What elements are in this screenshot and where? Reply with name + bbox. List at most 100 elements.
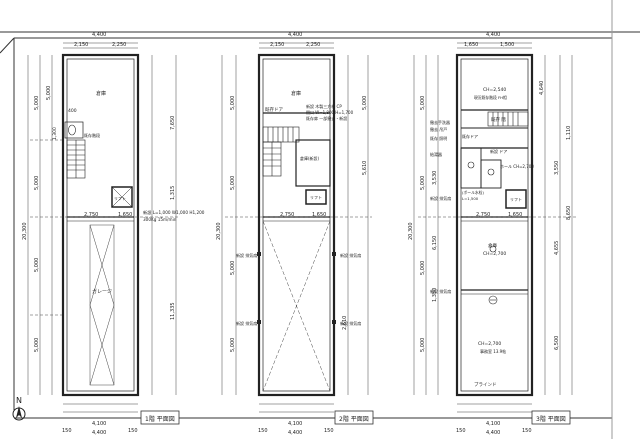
plan-title: 2階 平面図 bbox=[339, 415, 369, 423]
left-dim: 20,300 bbox=[408, 223, 414, 241]
room-label: リフト bbox=[510, 197, 522, 202]
bottom-dim: 4,400 bbox=[288, 430, 302, 436]
stair-1f bbox=[66, 139, 86, 179]
plan-2f bbox=[221, 42, 374, 425]
room-label: 既存 階 bbox=[491, 116, 506, 123]
bottom-dim: 150 bbox=[128, 428, 138, 434]
top-dim: 2,250 bbox=[306, 42, 320, 48]
note: 既存扉 一部撤去・新設 bbox=[306, 115, 347, 121]
note: 新設 木製三方枠 CP bbox=[306, 103, 342, 109]
plan-title: 3階 平面図 bbox=[536, 415, 566, 423]
note: 1,650 bbox=[508, 212, 522, 218]
top-dim: 2,250 bbox=[112, 42, 126, 48]
top-dim: 2,150 bbox=[270, 42, 284, 48]
note: 新設 排気扇 bbox=[236, 320, 257, 326]
left-dim: 5,000 bbox=[34, 176, 40, 190]
right-dim: 1,315 bbox=[170, 186, 176, 200]
plan-1f bbox=[27, 42, 180, 425]
top-dim: 4,400 bbox=[288, 32, 302, 38]
note: 撤去手洗器 bbox=[430, 119, 450, 125]
room-label: 現況既存階段 FH相 bbox=[474, 95, 507, 100]
note: 新設 排気扇 bbox=[430, 288, 451, 294]
left-dim: 5,000 bbox=[230, 176, 236, 190]
note: 新設 L=1,000 W1,000 H1,200 bbox=[143, 209, 205, 216]
left-dim: 5,000 bbox=[420, 261, 426, 275]
right-dim: 6,500 bbox=[554, 336, 560, 350]
note: 開口 W=1,800 H=1,700 bbox=[306, 109, 354, 115]
note: 2,750 bbox=[84, 212, 98, 218]
left-dim: 5,000 bbox=[46, 86, 52, 100]
room-label: CH=2,540 bbox=[483, 87, 506, 93]
left-dim: 1,350 bbox=[432, 288, 438, 302]
left-dim: 5,000 bbox=[230, 261, 236, 275]
note: 新設 排気扇 bbox=[340, 320, 361, 326]
right-dim: 5,610 bbox=[362, 161, 368, 175]
top-dim: 4,400 bbox=[92, 32, 106, 38]
left-dim: 20,300 bbox=[22, 223, 28, 241]
note: 既存ドア bbox=[462, 133, 478, 139]
top-dim: 1,500 bbox=[500, 42, 514, 48]
room-label: CH=2,700 bbox=[478, 341, 501, 347]
right-dim: 2,610 bbox=[342, 316, 348, 330]
note: 2,750 bbox=[280, 212, 294, 218]
right-dim: 3,550 bbox=[554, 161, 560, 175]
bottom-dim: 150 bbox=[522, 428, 532, 434]
left-dim: 5,000 bbox=[420, 338, 426, 352]
note: ブラインド bbox=[474, 381, 497, 388]
left-dim: 5,000 bbox=[420, 176, 426, 190]
room-label: リフト bbox=[114, 196, 126, 201]
note: 1,650 bbox=[312, 212, 326, 218]
top-dim: 2,150 bbox=[74, 42, 88, 48]
right-dim: 1,110 bbox=[566, 126, 572, 140]
room-label: 既存階段 bbox=[84, 132, 100, 138]
right-dim: 4,640 bbox=[539, 81, 545, 95]
bottom-dim: 4,100 bbox=[288, 421, 302, 427]
right-dim: 5,000 bbox=[362, 96, 368, 110]
bottom-dim: 150 bbox=[258, 428, 268, 434]
left-dim: 5,000 bbox=[34, 258, 40, 272]
plan-1f-text: 4,400 2,150 2,250 150 4,100 150 4,400 5,… bbox=[22, 32, 205, 436]
note: 給湯器 bbox=[430, 151, 442, 157]
note: 撤去 吊戸 bbox=[430, 126, 447, 132]
right-dim: 4,655 bbox=[554, 241, 560, 255]
note: (ボール水栓) bbox=[462, 190, 484, 195]
room-label: 事務室 13.9帖 bbox=[480, 348, 506, 354]
room-label: CH=2,700 bbox=[483, 251, 506, 257]
left-dim: 6,150 bbox=[432, 236, 438, 250]
note: 新設 排気扇 bbox=[236, 252, 257, 258]
plan-2f-text: 4,400 2,150 2,250 150 4,100 150 4,400 5,… bbox=[216, 32, 369, 436]
left-dim: 5,000 bbox=[230, 338, 236, 352]
plan-title: 1階 平面図 bbox=[145, 415, 175, 423]
note: 1,300 bbox=[52, 127, 58, 140]
right-dim: 11,335 bbox=[170, 303, 176, 321]
top-dim: 4,400 bbox=[486, 32, 500, 38]
note: 1,650 bbox=[118, 212, 132, 218]
north-label: N bbox=[16, 396, 22, 405]
top-dim: 1,650 bbox=[464, 42, 478, 48]
bottom-dim: 4,400 bbox=[486, 430, 500, 436]
plan-3f bbox=[413, 42, 576, 425]
bottom-dim: 150 bbox=[62, 428, 72, 434]
note: 既存 照明 bbox=[430, 135, 447, 141]
room-label: 倉庫(新設) bbox=[300, 155, 320, 161]
note: 新設 ドア bbox=[490, 148, 507, 154]
note: L=1,500 bbox=[462, 196, 479, 201]
note: ホール CH=2,700 bbox=[500, 164, 534, 169]
bottom-dim: 150 bbox=[456, 428, 466, 434]
room-label: 既存ドア bbox=[265, 106, 283, 113]
left-dim: 5,000 bbox=[34, 338, 40, 352]
note: 300Kg 15m/min bbox=[143, 217, 177, 222]
note: 新設 排気扇 bbox=[340, 252, 361, 258]
left-dim: 20,300 bbox=[216, 223, 222, 241]
left-dim: 3,530 bbox=[432, 171, 438, 185]
room-label: 倉庫 bbox=[488, 242, 497, 249]
bottom-dim: 4,100 bbox=[486, 421, 500, 427]
bottom-dim: 150 bbox=[324, 428, 334, 434]
room-label: 倉庫 bbox=[96, 90, 106, 97]
note: 2,750 bbox=[476, 212, 490, 218]
right-dim: 7,650 bbox=[170, 116, 176, 130]
plan-3f-text: 4,400 1,650 1,500 150 4,100 150 4,400 5,… bbox=[408, 32, 572, 436]
